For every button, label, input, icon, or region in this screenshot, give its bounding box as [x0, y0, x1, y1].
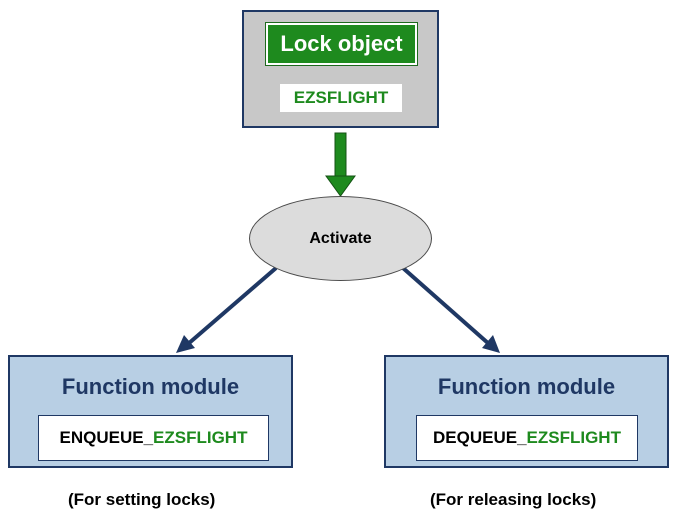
- lock-to-activate-arrow: [325, 132, 356, 197]
- activate-node: Activate: [249, 196, 432, 281]
- dequeue-caption: (For releasing locks): [430, 490, 597, 509]
- module-prefix: DEQUEUE_: [433, 428, 527, 447]
- module-suffix: EZSFLIGHT: [526, 428, 621, 447]
- enqueue-function-module-box: Function module ENQUEUE_EZSFLIGHT: [8, 355, 293, 468]
- module-suffix: EZSFLIGHT: [153, 428, 248, 447]
- lock-object-box: Lock object EZSFLIGHT: [242, 10, 439, 128]
- function-module-title: Function module: [61, 374, 240, 399]
- dequeue-module-name: DEQUEUE_EZSFLIGHT: [416, 415, 638, 461]
- lock-object-name: EZSFLIGHT: [280, 84, 402, 112]
- dequeue-function-module-box: Function module DEQUEUE_EZSFLIGHT: [384, 355, 669, 468]
- module-prefix: ENQUEUE_: [59, 428, 154, 447]
- enqueue-caption: (For setting locks): [68, 490, 216, 509]
- activate-to-enqueue-arrow: [176, 266, 278, 353]
- enqueue-module-name: ENQUEUE_EZSFLIGHT: [38, 415, 269, 461]
- activate-to-dequeue-arrow: [401, 266, 500, 353]
- function-module-title: Function module: [437, 374, 616, 399]
- lock-object-title: Lock object: [265, 22, 418, 66]
